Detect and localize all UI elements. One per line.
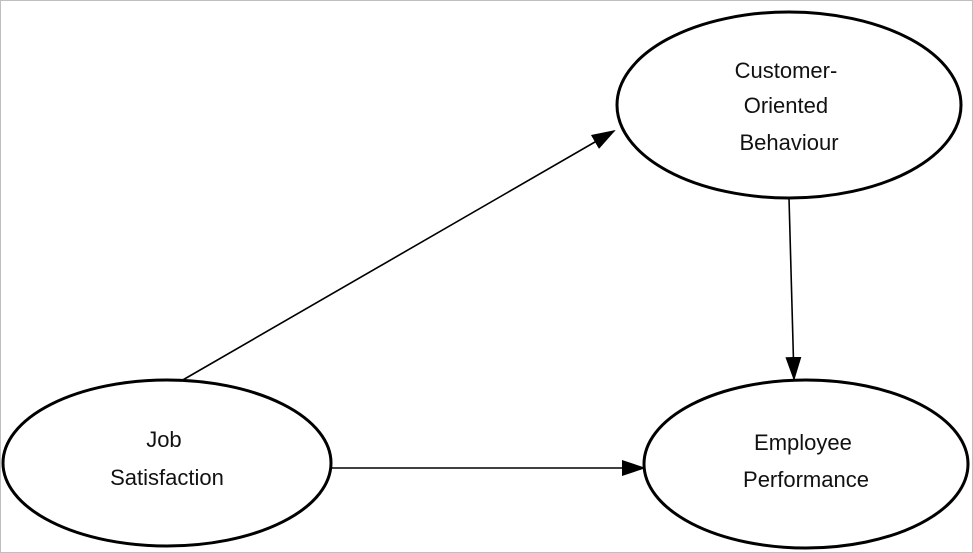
node-employee-performance-ellipse [642, 378, 970, 550]
node-job-satisfaction: Job Satisfaction [1, 378, 333, 548]
node-employee-performance: Employee Performance [642, 378, 970, 550]
edge-customer-oriented-behaviour-to-employee-performance [785, 197, 802, 381]
node-customer-oriented-behaviour: Customer- Oriented Behaviour [615, 10, 963, 200]
node-job-satisfaction-label: Job Satisfaction [110, 427, 224, 490]
node-label-line: Performance [743, 467, 869, 492]
edge-job-satisfaction-to-customer-oriented-behaviour [180, 129, 616, 382]
node-label-line: Customer- [735, 58, 838, 83]
node-job-satisfaction-ellipse [1, 378, 333, 548]
node-employee-performance-label: Employee Performance [743, 430, 869, 492]
node-customer-oriented-behaviour-ellipse [615, 10, 963, 200]
node-label-line: Employee [754, 430, 852, 455]
node-label-line: Satisfaction [110, 465, 224, 490]
node-label-line: Behaviour [739, 130, 838, 155]
node-label-line: Oriented [744, 93, 828, 118]
node-customer-oriented-behaviour-label: Customer- Oriented Behaviour [735, 58, 844, 155]
node-label-line: Job [146, 427, 181, 452]
